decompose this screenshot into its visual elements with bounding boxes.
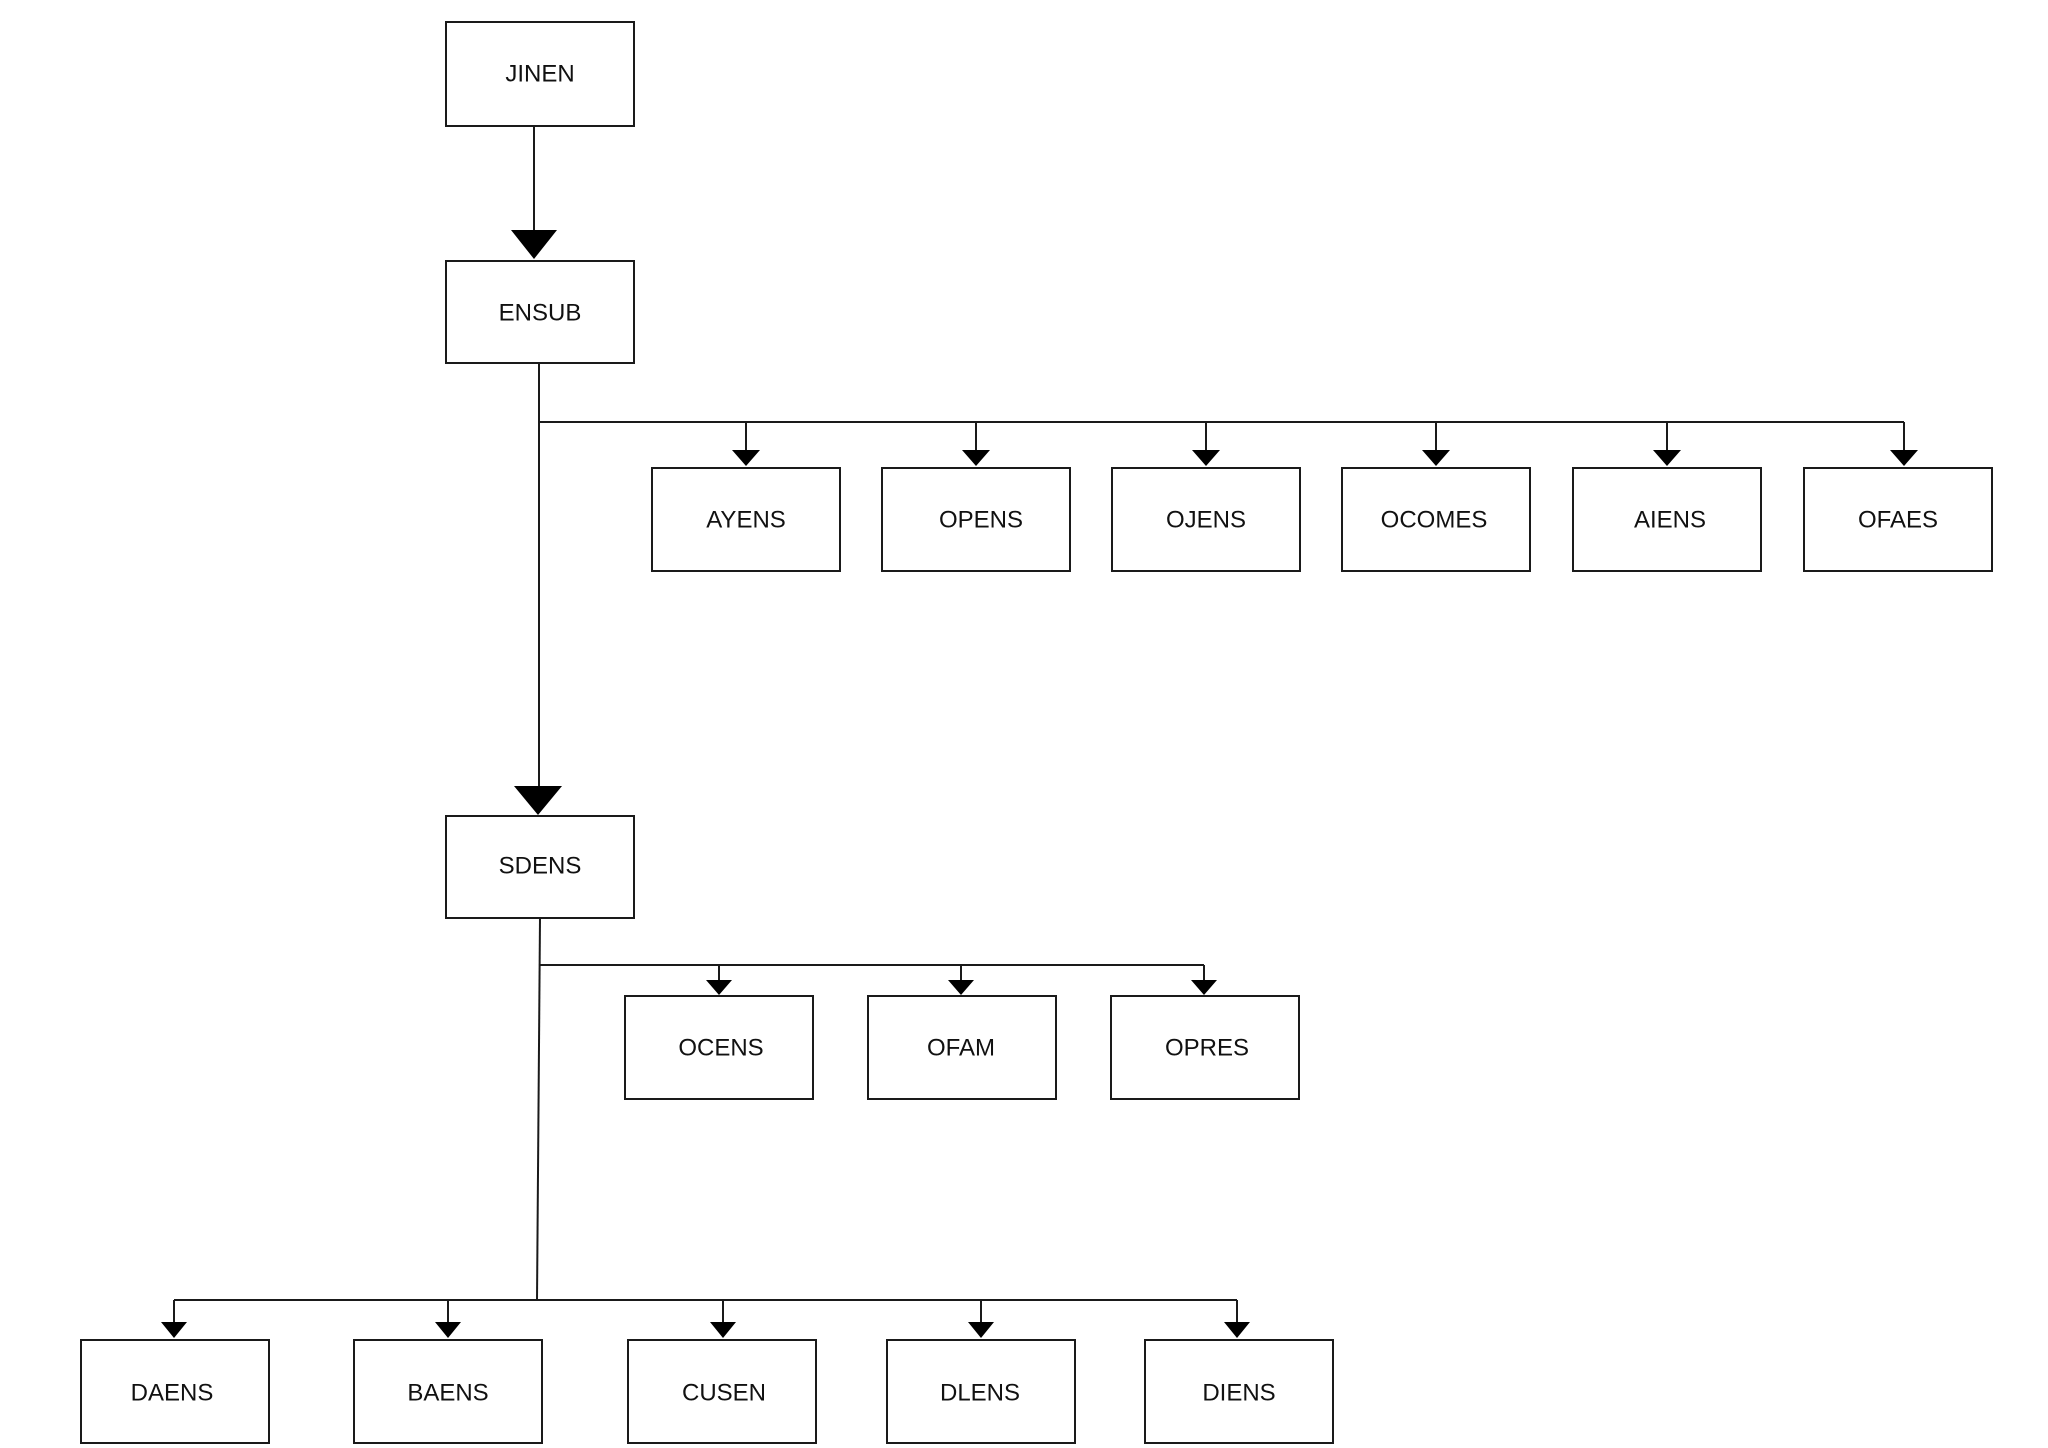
arrow-into-aiens <box>1653 450 1681 466</box>
node-sdens: SDENS <box>445 815 635 919</box>
node-dlens: DLENS <box>886 1339 1076 1444</box>
node-opens: OPENS <box>881 467 1071 572</box>
node-ocens: OCENS <box>624 995 814 1100</box>
node-diens-box <box>1144 1339 1334 1444</box>
node-ojens: OJENS <box>1111 467 1301 572</box>
node-baens-label: BAENS <box>407 1380 488 1407</box>
node-ojens-box <box>1111 467 1301 572</box>
node-ojens-label: OJENS <box>1166 507 1246 534</box>
arrow-into-opres <box>1191 980 1217 995</box>
node-ofam-box <box>867 995 1057 1100</box>
node-daens: DAENS <box>80 1339 270 1444</box>
node-dlens-box <box>886 1339 1076 1444</box>
node-sdens-label: SDENS <box>499 853 582 880</box>
node-opres-box <box>1110 995 1300 1100</box>
node-dlens-label: DLENS <box>940 1380 1020 1407</box>
node-cusen: CUSEN <box>627 1339 817 1444</box>
node-ofam-label: OFAM <box>927 1035 995 1062</box>
node-ayens-box <box>651 467 841 572</box>
arrow-into-opens <box>962 450 990 466</box>
node-ocomes: OCOMES <box>1341 467 1531 572</box>
node-daens-label: DAENS <box>131 1380 214 1407</box>
node-ofaes-label: OFAES <box>1858 507 1938 534</box>
node-sdens-box <box>445 815 635 919</box>
edge-sdens-trunk <box>536 917 541 1301</box>
node-opens-box <box>881 467 1071 572</box>
node-ensub-label: ENSUB <box>499 300 582 327</box>
node-ofaes: OFAES <box>1803 467 1993 572</box>
node-cusen-box <box>627 1339 817 1444</box>
arrow-into-daens <box>161 1322 187 1338</box>
arrow-into-ensub <box>511 230 557 259</box>
node-baens: BAENS <box>353 1339 543 1444</box>
arrow-into-ocens <box>706 980 732 995</box>
node-ocomes-box <box>1341 467 1531 572</box>
node-diens-label: DIENS <box>1202 1380 1275 1407</box>
node-ocens-label: OCENS <box>678 1035 763 1062</box>
node-ensub: ENSUB <box>445 260 635 364</box>
node-opres: OPRES <box>1110 995 1300 1100</box>
node-aiens-label: AIENS <box>1634 507 1706 534</box>
arrowheads <box>161 230 1918 1338</box>
node-ensub-box <box>445 260 635 364</box>
arrow-into-ojens <box>1192 450 1220 466</box>
arrow-into-baens <box>435 1322 461 1338</box>
arrow-into-cusen <box>710 1322 736 1338</box>
node-diens: DIENS <box>1144 1339 1334 1444</box>
arrow-into-diens <box>1224 1322 1250 1338</box>
node-opens-label: OPENS <box>939 507 1023 534</box>
node-ayens: AYENS <box>651 467 841 572</box>
arrow-into-sdens <box>514 786 562 815</box>
arrow-into-ayens <box>732 450 760 466</box>
arrow-into-ocomes <box>1422 450 1450 466</box>
node-aiens-box <box>1572 467 1762 572</box>
nodes: JINEN ENSUB AYENS OPENS OJENS OCOMES AIE… <box>80 21 1993 1444</box>
node-jinen: JINEN <box>445 21 635 127</box>
arrow-into-ofaes <box>1890 450 1918 466</box>
node-jinen-box <box>445 21 635 127</box>
node-cusen-label: CUSEN <box>682 1380 766 1407</box>
node-aiens: AIENS <box>1572 467 1762 572</box>
connectors <box>173 126 1905 1324</box>
node-ocens-box <box>624 995 814 1100</box>
node-ayens-label: AYENS <box>706 507 786 534</box>
node-baens-box <box>353 1339 543 1444</box>
node-daens-box <box>80 1339 270 1444</box>
arrow-into-ofam <box>948 980 974 995</box>
node-opres-label: OPRES <box>1165 1035 1249 1062</box>
arrow-into-dlens <box>968 1322 994 1338</box>
node-ocomes-label: OCOMES <box>1381 507 1488 534</box>
node-ofam: OFAM <box>867 995 1057 1100</box>
node-ofaes-box <box>1803 467 1993 572</box>
node-jinen-label: JINEN <box>505 61 574 88</box>
